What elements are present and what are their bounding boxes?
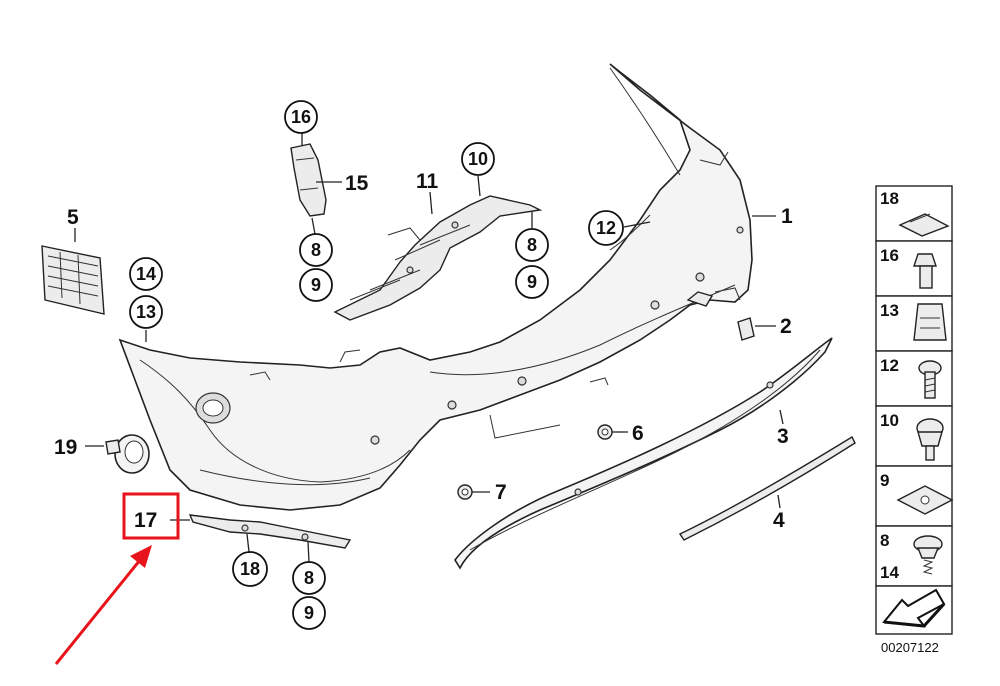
callout-18: 18 [232,551,268,587]
callout-8-lower: 8 [292,561,326,595]
chrome-strip [678,436,856,541]
svg-text:10: 10 [880,411,899,430]
callout-17: 17 [134,509,157,532]
svg-text:10: 10 [468,149,488,169]
callout-11: 11 [416,170,439,193]
clip-2 [737,317,755,341]
svg-text:16: 16 [880,246,899,265]
center-carrier [333,195,543,321]
svg-text:16: 16 [291,107,311,127]
callout-9-upper-right: 9 [515,265,549,299]
svg-text:12: 12 [880,356,899,375]
svg-text:8: 8 [311,240,321,260]
lower-trim [454,337,833,570]
legend-item-13: 13 [875,295,953,352]
svg-text:18: 18 [880,189,899,208]
callout-6: 6 [632,422,644,445]
callout-9-lower: 9 [292,596,326,630]
svg-text:9: 9 [304,603,314,623]
grommet-6 [597,424,613,440]
callout-1: 1 [781,205,793,228]
svg-text:13: 13 [880,301,899,320]
callout-3: 3 [777,425,789,448]
svg-text:8: 8 [304,568,314,588]
callout-2: 2 [780,315,792,338]
svg-text:8: 8 [527,235,537,255]
grommet-7 [457,484,473,500]
callout-16: 16 [284,100,318,134]
view-direction-arrow-icon [875,585,953,635]
svg-text:18: 18 [240,559,260,579]
svg-text:9: 9 [880,471,889,490]
svg-text:13: 13 [136,302,156,322]
legend-item-16: 16 [875,240,953,297]
svg-text:8: 8 [880,531,889,550]
callout-19: 19 [54,436,77,459]
callout-5: 5 [67,206,79,229]
svg-text:12: 12 [596,218,616,238]
callout-7: 7 [495,481,507,504]
fastener-legend: 18 16 13 12 10 [875,185,954,655]
grille-insert [41,245,105,315]
side-bracket [290,143,327,217]
legend-item-8-14: 8 14 [875,525,953,587]
callout-13: 13 [129,295,163,329]
legend-item-12: 12 [875,350,953,407]
leader-lines [74,132,784,563]
callout-4: 4 [773,509,785,532]
callout-9-upper-left: 9 [299,268,333,302]
callout-12: 12 [588,210,624,246]
callout-15: 15 [345,172,369,195]
highlight-marker [54,492,180,665]
svg-text:9: 9 [527,272,537,292]
callout-8-upper-right: 8 [515,228,549,262]
callout-10: 10 [461,142,495,176]
legend-item-9: 9 [875,465,954,527]
legend-item-10: 10 [875,405,953,467]
callout-14: 14 [129,257,163,291]
diagram-code: 00207122 [881,640,939,655]
svg-text:14: 14 [136,264,156,284]
legend-item-18: 18 [875,185,953,242]
svg-text:14: 14 [880,563,899,582]
callout-8-upper-left: 8 [299,233,333,267]
tow-cap [105,434,150,474]
svg-text:9: 9 [311,275,321,295]
bumper-cover [118,63,753,511]
lower-bracket-17 [188,514,352,549]
